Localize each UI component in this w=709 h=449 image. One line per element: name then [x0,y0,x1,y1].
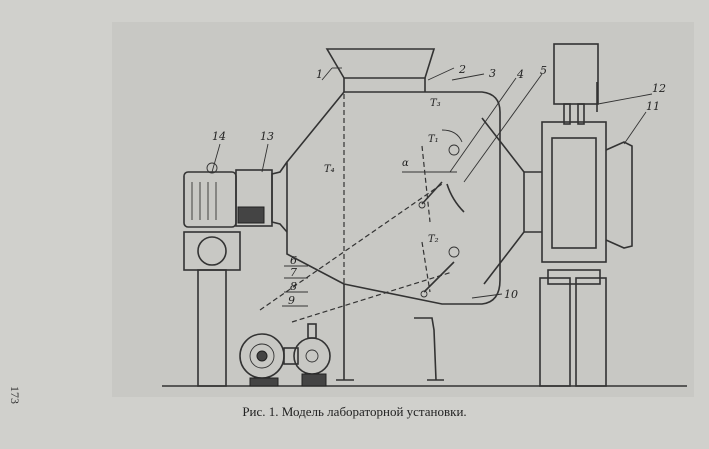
label-10: 10 [504,288,518,301]
label-1: 1 [316,68,323,81]
label-t1: T₁ [428,134,439,145]
pump-valve [307,323,317,339]
label-8: 8 [290,280,297,293]
stand [414,317,437,381]
flap-curved [446,183,465,213]
hinge-upper [418,201,426,209]
label-7: 7 [290,266,297,279]
label-alpha: α [402,158,409,169]
motor-base-wheel [197,236,227,266]
motor-pillar [197,269,227,387]
fan-box [237,206,265,224]
chamber-left-wall [286,91,345,380]
dash-diagonal-2 [291,271,453,323]
fan-13 [235,169,273,227]
leader-lines [211,67,653,307]
page-number: 173 [8,386,22,404]
motor-top-knob [206,162,218,174]
label-14: 14 [212,130,226,143]
dryer-11 [541,121,607,263]
right-cone [481,117,525,285]
rotation-arrow [441,129,463,143]
dash-diagonal-1 [259,183,443,311]
hinge-lower [420,290,428,298]
label-5: 5 [540,64,547,77]
dryer-leg-left [539,277,571,387]
label-9: 9 [288,294,295,307]
hopper [325,48,436,79]
label-3: 3 [489,67,496,80]
top-box [553,43,599,105]
label-13: 13 [260,130,274,143]
label-t3: T₃ [430,98,441,109]
figure: 1 2 3 4 5 6 7 8 9 10 11 12 13 14 T₃ T₁ T… [112,22,694,397]
label-4: 4 [516,68,524,81]
chamber-right-wall [343,91,501,305]
flap-lower [423,261,455,293]
dryer-side [605,141,633,249]
dash-vertical-2 [421,241,431,293]
label-6: 6 [290,254,297,267]
pump [293,337,331,375]
dash-vertical-1 [421,145,431,223]
label-11: 11 [646,100,660,113]
sensor-upper [448,144,460,156]
flap-upper [421,181,443,205]
sensor-lower [448,246,460,258]
figure-caption: Рис. 1. Модель лабораторной установки. [242,404,467,419]
left-duct [271,161,288,233]
dryer-leg-right [575,277,607,387]
lab-setup-diagram: 1 2 3 4 5 6 7 8 9 10 11 12 13 14 T₃ T₁ T… [162,43,687,387]
label-12: 12 [652,82,666,95]
label-t4: T₄ [324,164,335,175]
dryer-window [551,137,597,249]
label-2: 2 [458,63,466,76]
label-t2: T₂ [428,234,439,245]
